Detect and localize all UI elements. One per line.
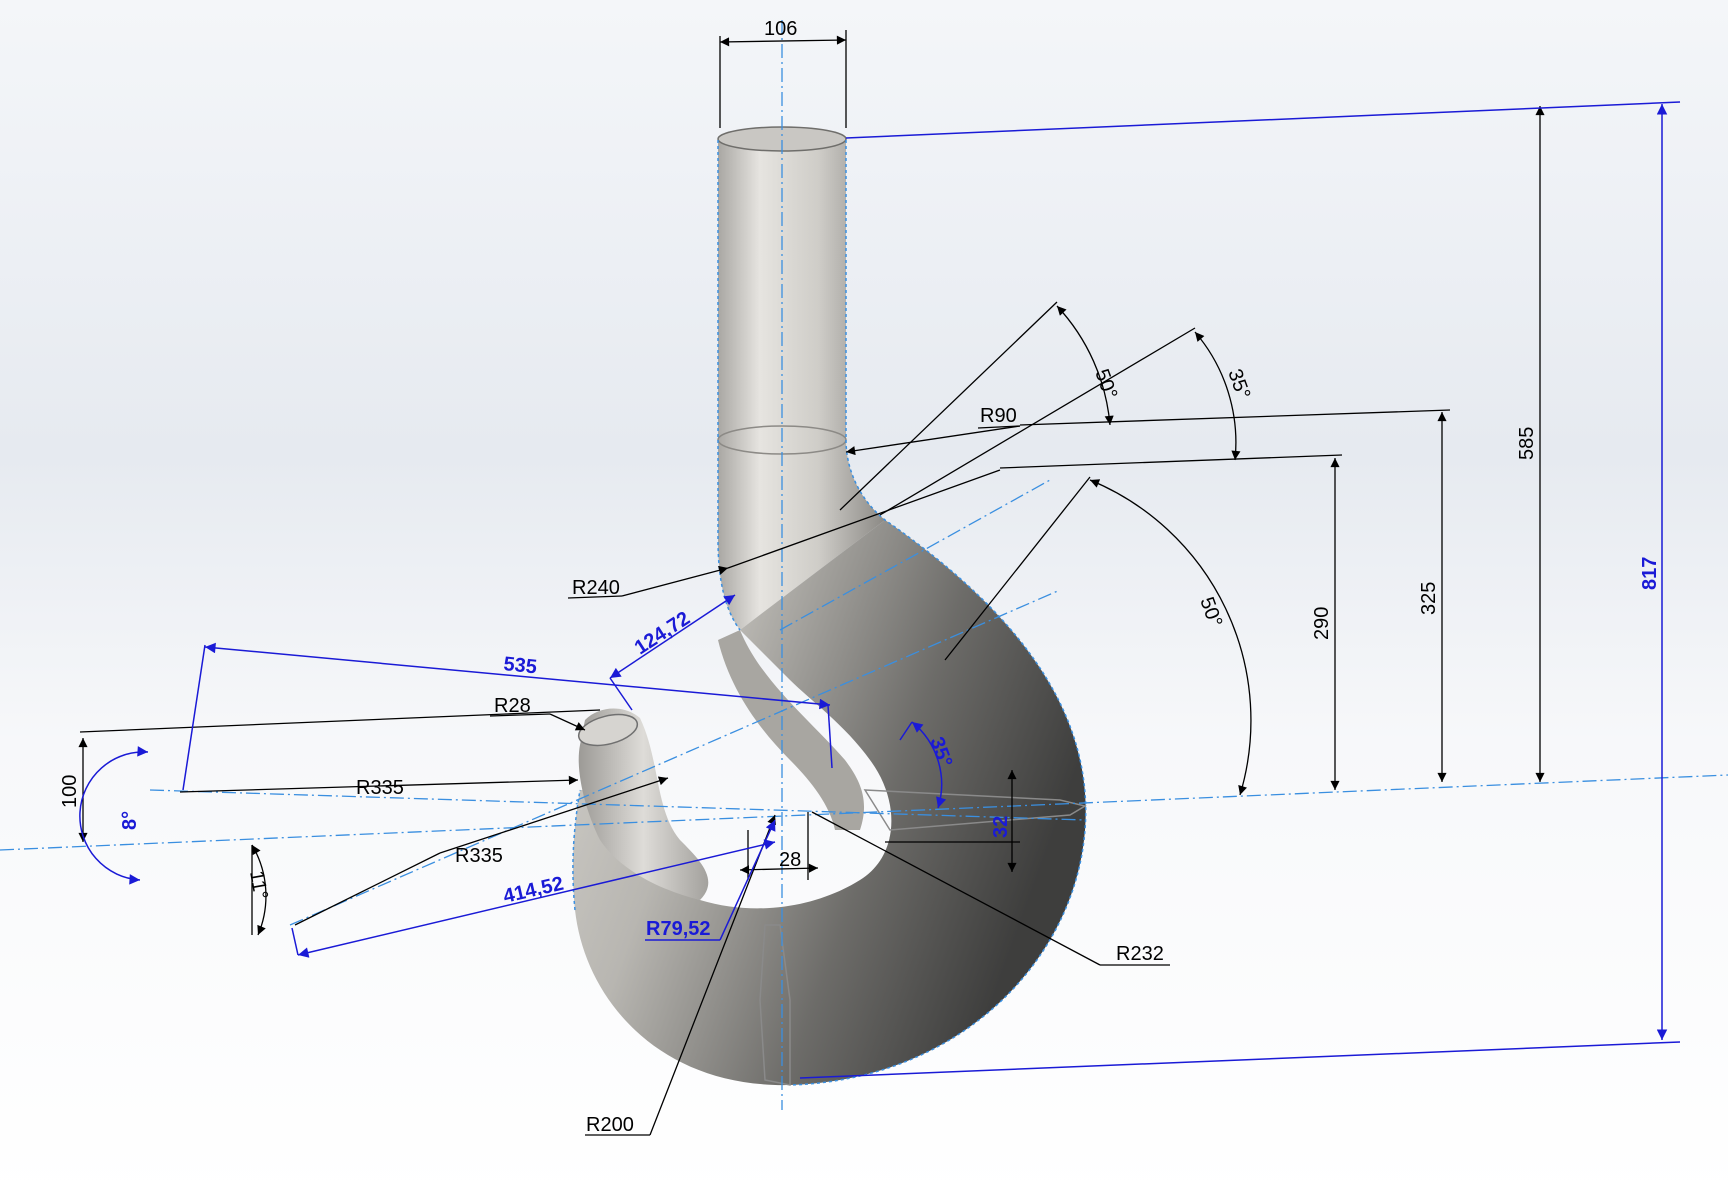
dim-585: 585: [1516, 427, 1538, 460]
dim-r79: R79,52: [646, 918, 711, 940]
dim-32: 32: [990, 816, 1012, 838]
dim-817: 817: [1639, 557, 1661, 590]
tip-end-face: [577, 713, 639, 747]
dim-r232: R232: [1116, 943, 1164, 965]
dim-r90: R90: [980, 405, 1017, 427]
dim-28: 28: [779, 849, 801, 871]
dim-8-deg: 8°: [119, 811, 141, 830]
dim-r335-lower: R335: [455, 845, 503, 867]
dim-r28: R28: [494, 695, 531, 717]
cross-section-right: [863, 789, 1087, 831]
black-dimensions: [78, 30, 1545, 1136]
dim-angle-50-top: 50°: [1090, 366, 1121, 402]
dim-r200: R200: [586, 1114, 634, 1136]
dim-r335-upper: R335: [356, 777, 404, 799]
dim-414: 414,52: [501, 873, 566, 908]
hook-body: [572, 126, 1087, 1086]
dim-100: 100: [59, 775, 81, 808]
dim-290: 290: [1311, 607, 1333, 640]
dim-124: 124,72: [631, 607, 694, 659]
dim-535: 535: [502, 653, 537, 678]
dim-106: 106: [764, 18, 797, 40]
dim-r240: R240: [572, 577, 620, 599]
dim-11-deg: 11°: [245, 869, 272, 901]
dim-angle-35-top: 35°: [1223, 366, 1254, 402]
dim-325: 325: [1418, 582, 1440, 615]
blue-dimensions: [79, 101, 1681, 1079]
